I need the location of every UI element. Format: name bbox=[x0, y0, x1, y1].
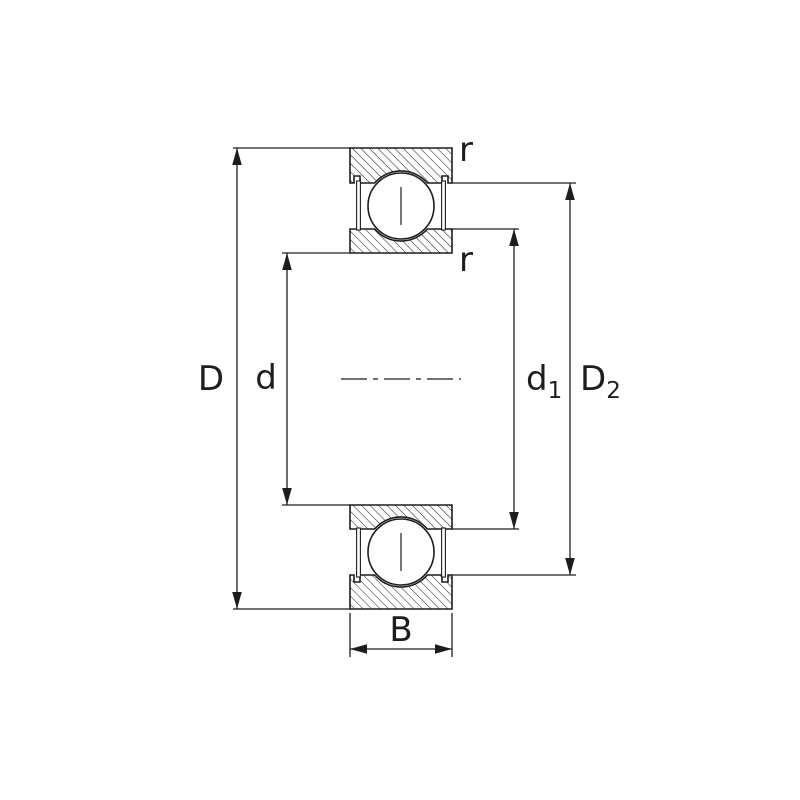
label-D: D bbox=[198, 359, 224, 399]
label-d1: d1 bbox=[526, 359, 562, 404]
dimension-d: d bbox=[255, 252, 350, 506]
label-B: B bbox=[389, 610, 412, 650]
dimension-B: B bbox=[349, 610, 453, 657]
shield-right-top bbox=[441, 180, 446, 231]
shield-right-bottom bbox=[441, 527, 446, 578]
bearing-cross-section bbox=[341, 147, 461, 610]
dimension-D: D bbox=[198, 147, 350, 610]
shield-left-bottom bbox=[356, 527, 361, 578]
shield-left-top bbox=[356, 180, 361, 231]
label-D2: D2 bbox=[580, 359, 621, 404]
label-r-outer: r bbox=[459, 130, 473, 170]
inner-ring-bottom-section bbox=[349, 504, 453, 530]
dimension-d1: d1 bbox=[452, 228, 562, 530]
label-d: d bbox=[255, 358, 277, 398]
dimension-D2: D2 bbox=[452, 182, 621, 576]
label-r-inner: r bbox=[459, 240, 473, 280]
